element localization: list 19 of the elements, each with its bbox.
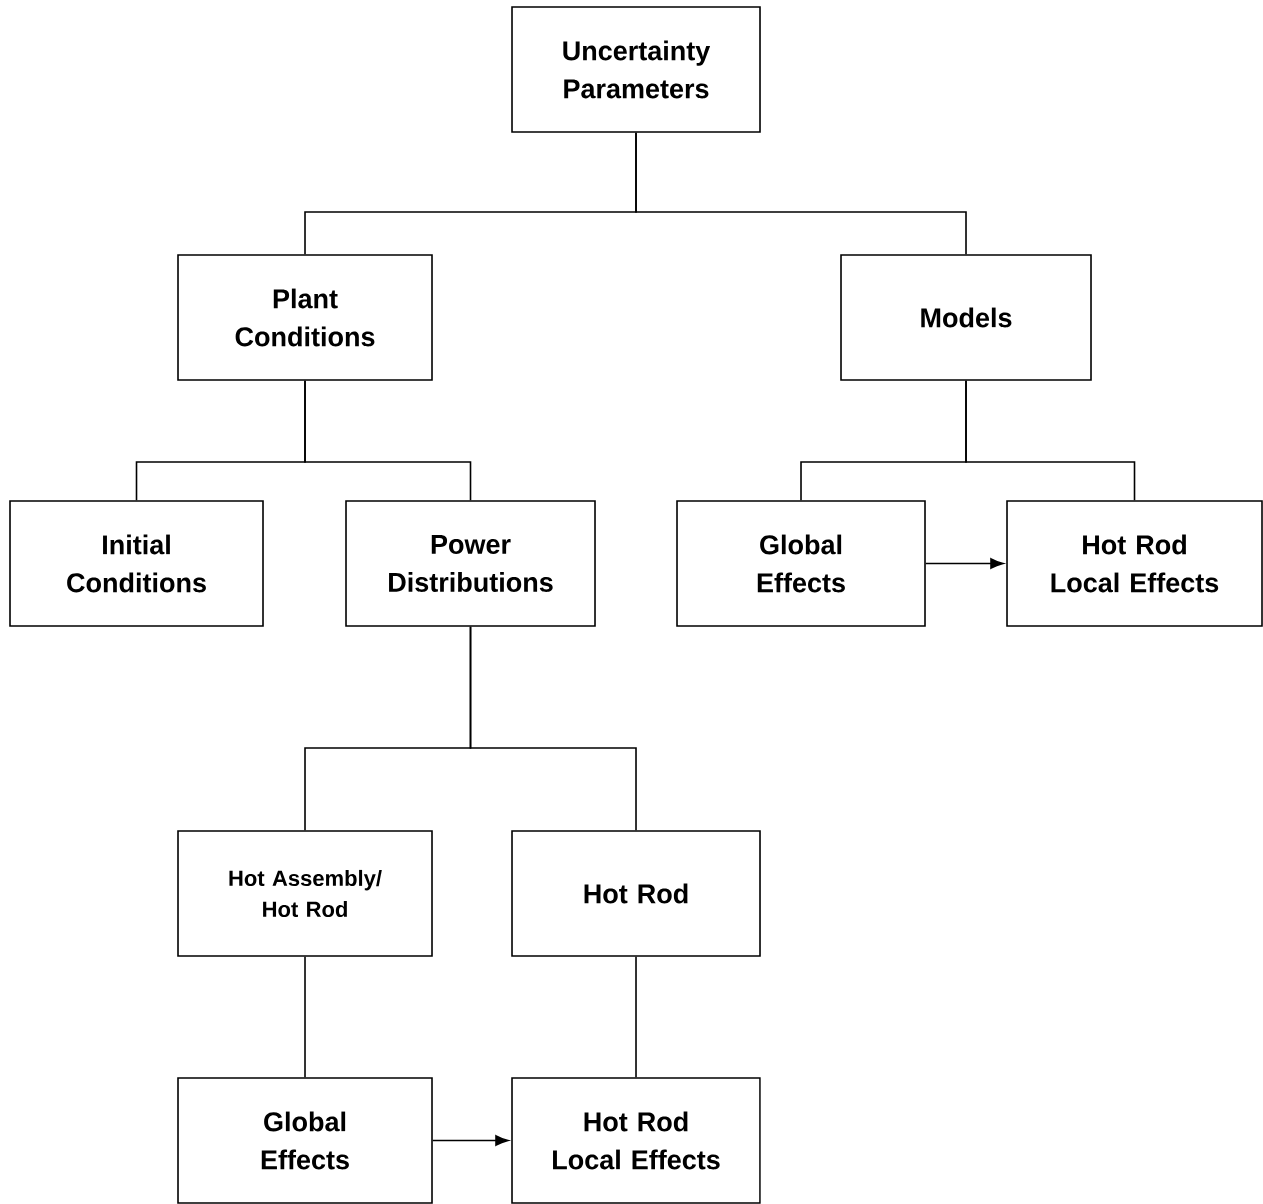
process-box: Hot Rod Local Effects	[1006, 500, 1263, 627]
connector	[965, 380, 1136, 501]
process-box: Uncertainty Parameters	[511, 6, 761, 133]
connector	[635, 132, 967, 255]
process-box: Models	[840, 254, 1092, 381]
process-box: Global Effects	[676, 500, 926, 627]
process-box: Plant Conditions	[177, 254, 433, 381]
process-box: Hot Rod	[511, 830, 761, 957]
connector	[432, 1135, 509, 1146]
process-box: Hot Rod Local Effects	[511, 1077, 761, 1204]
connector	[635, 956, 637, 1078]
connector	[304, 956, 306, 1078]
process-box: Power Distributions	[345, 500, 596, 627]
connector	[304, 380, 472, 501]
process-box: Global Effects	[177, 1077, 433, 1204]
process-box: Initial Conditions	[9, 500, 264, 627]
process-box: Hot Assembly/ Hot Rod	[177, 830, 433, 957]
connector	[469, 626, 637, 831]
connector	[925, 558, 1004, 569]
